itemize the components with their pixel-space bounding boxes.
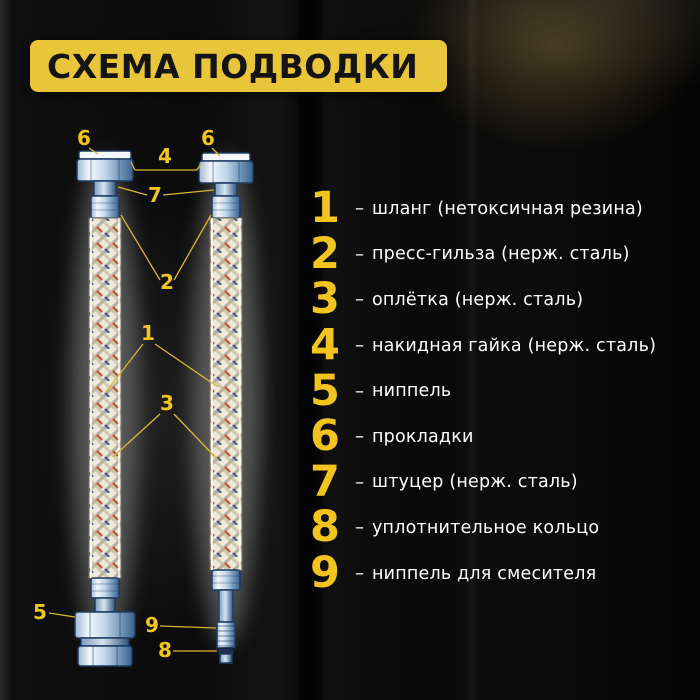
legend-number: 7 [310,456,340,507]
legend-item: 1 – шланг (нетоксичная резина) [307,186,692,232]
callout-inner-hose: 1 [141,321,155,345]
legend-dash: – [355,471,364,493]
legend: 1 – шланг (нетоксичная резина) 2 – пресс… [307,186,692,596]
fitting-stem-left [93,180,117,197]
legend-label: ниппель [372,381,452,402]
union-nut-left [76,158,134,182]
legend-number: 2 [310,228,340,279]
legend-number: 5 [310,365,340,416]
legend-dash: – [355,289,364,311]
legend-item: 2 – пресс-гильза (нерж. сталь) [307,232,692,278]
press-sleeve-right-bottom [211,569,241,591]
legend-label: уплотнительное кольцо [372,517,600,538]
legend-dash: – [355,563,364,585]
legend-dash: – [355,335,364,357]
legend-label: накидная гайка (нерж. сталь) [372,335,657,356]
legend-number: 8 [310,502,340,553]
press-sleeve-left-bottom [90,577,120,599]
legend-label: шланг (нетоксичная резина) [372,198,643,219]
hose-diagram: 6 4 6 7 2 1 3 5 9 8 [33,126,260,667]
callout-mixer-nipple: 9 [145,613,159,637]
legend-item: 4 – накидная гайка (нерж. сталь) [307,323,692,369]
legend-item: 3 – оплётка (нерж. сталь) [307,277,692,323]
gasket-left [78,150,132,160]
o-ring [217,647,235,655]
bottom-hex-left [74,611,136,639]
press-sleeve-left-top [90,195,120,219]
legend-dash: – [355,426,364,448]
callout-union-nut: 4 [158,144,172,168]
callouts: 6 4 6 7 2 1 3 5 9 8 [33,126,221,662]
callout-gaskets-right: 6 [201,126,215,150]
legend-item: 7 – штуцер (нерж. сталь) [307,460,692,506]
braided-body-right [209,217,243,571]
callout-fitting-stem: 7 [148,183,162,207]
nipple-left [94,597,116,613]
legend-label: оплётка (нерж. сталь) [372,289,584,310]
legend-number: 9 [310,548,340,599]
left-hose [74,150,136,667]
gasket-right [201,152,251,162]
union-nut-right [198,160,254,184]
page-title: СХЕМА ПОДВОДКИ [47,46,419,86]
legend-number: 4 [310,320,340,371]
right-hose [198,152,254,664]
legend-dash: – [355,243,364,265]
callout-press-sleeve: 2 [160,270,174,294]
union-female-nut-left [77,645,133,667]
nipple-tip [219,653,233,664]
legend-item: 9 – ниппель для смесителя [307,551,692,597]
legend-dash: – [355,198,364,220]
legend-label: штуцер (нерж. сталь) [372,472,578,493]
title-banner: СХЕМА ПОДВОДКИ [30,40,447,92]
legend-number: 3 [310,274,340,325]
legend-label: прокладки [372,426,474,447]
legend-number: 1 [310,183,340,234]
legend-dash: – [355,517,364,539]
legend-dash: – [355,380,364,402]
press-sleeve-right-top [211,195,241,219]
legend-item: 6 – прокладки [307,414,692,460]
callout-nipple: 5 [33,600,47,624]
braided-body-left [88,217,122,579]
mixer-nipple-shaft [218,589,234,623]
legend-label: пресс-гильза (нерж. сталь) [372,244,630,265]
fitting-stem-right [214,182,238,197]
legend-item: 8 – уплотнительное кольцо [307,505,692,551]
legend-number: 6 [310,411,340,462]
legend-label: ниппель для смесителя [372,563,597,584]
callout-gaskets-left: 6 [77,126,91,150]
callout-o-ring: 8 [158,638,172,662]
legend-item: 5 – ниппель [307,368,692,414]
callout-braid: 3 [160,391,174,415]
